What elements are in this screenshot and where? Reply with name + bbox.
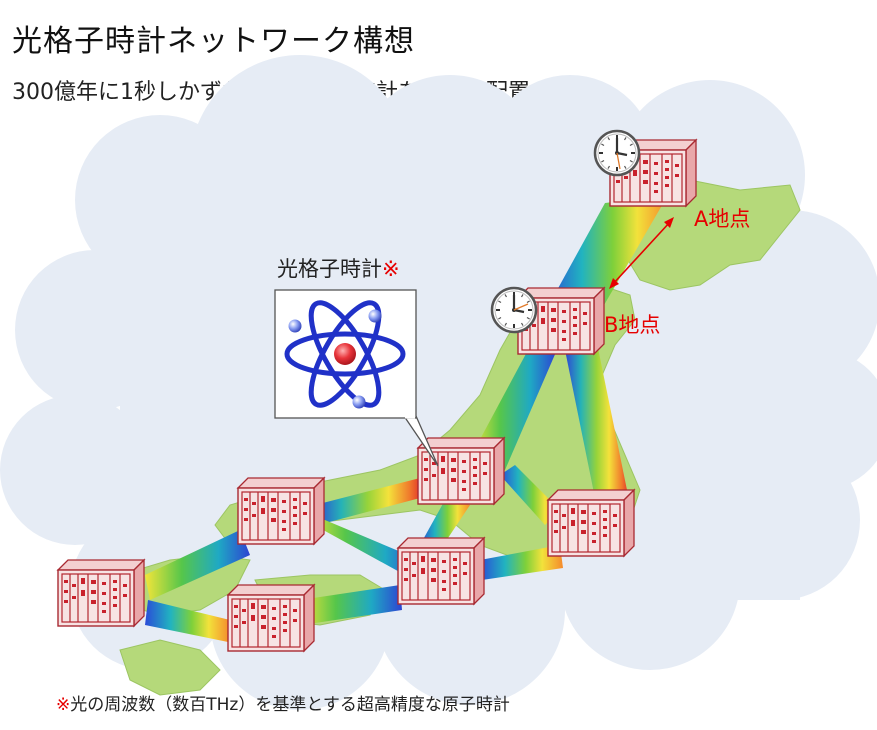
rack-icon (237, 477, 325, 545)
clock-icon (490, 286, 538, 334)
link-a-b (545, 195, 668, 312)
link-west-center (315, 478, 420, 525)
link-west-south (305, 520, 420, 575)
link-southwest-south (300, 585, 402, 625)
link-b-east (565, 348, 628, 498)
rack-icon (417, 437, 505, 505)
link-center-east (500, 465, 560, 525)
link-westmost-west (145, 530, 250, 600)
footnote: ※光の周波数（数百THz）を基準とする超高精度な原子時計 (56, 690, 510, 715)
link-westmost-southwest (145, 600, 230, 642)
callout-label: 光格子時計※ (277, 257, 400, 281)
link-south-east (480, 545, 563, 580)
page-title: 光格子時計ネットワーク構想 (12, 24, 415, 59)
rack-icon (547, 489, 635, 557)
rack-icon (227, 584, 315, 652)
rack-icon (57, 559, 145, 627)
atom-callout (274, 289, 439, 467)
footnote-text: 光の周波数（数百THz）を基準とする超高精度な原子時計 (70, 695, 510, 715)
footnote-mark: ※ (56, 695, 71, 715)
atom-icon (284, 300, 406, 409)
distance-arrow (609, 217, 674, 289)
point-b-label: B地点 (604, 313, 660, 337)
rack-icon (397, 537, 485, 605)
point-a-label: A地点 (694, 207, 750, 231)
clock-icon (593, 129, 641, 177)
